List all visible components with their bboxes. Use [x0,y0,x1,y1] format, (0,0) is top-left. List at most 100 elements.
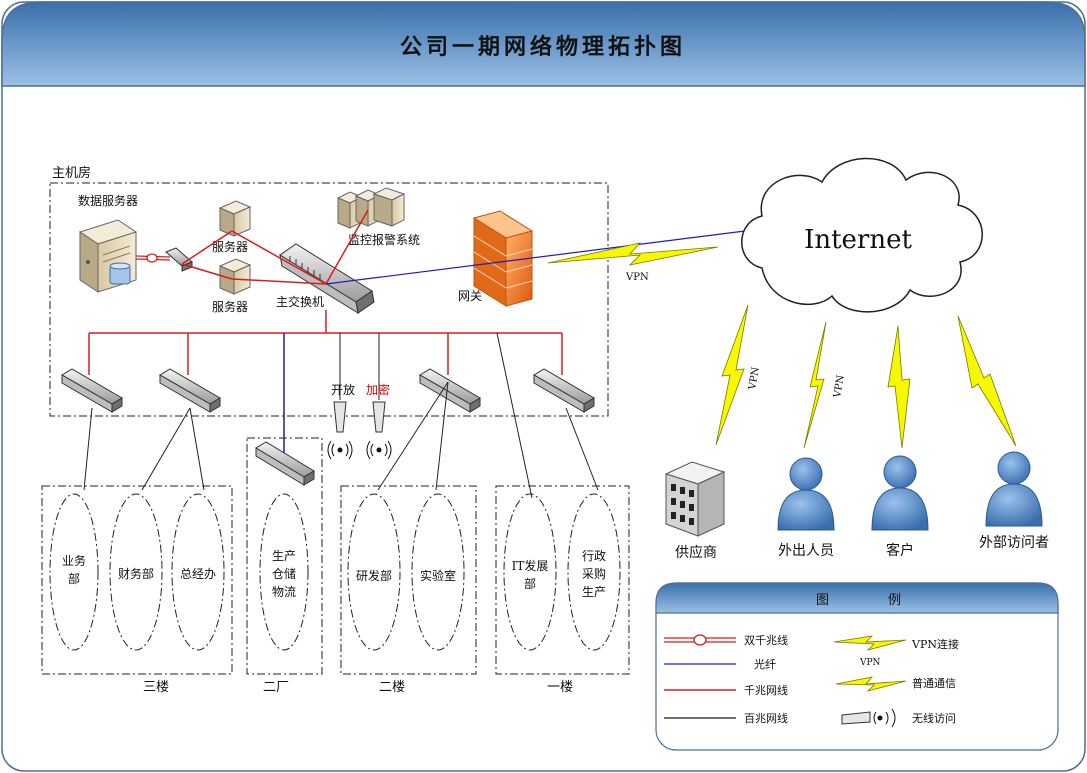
dept-label: 业务部 [62,553,86,586]
dept-label-line: 研发部 [356,568,392,583]
legend-swatch-wireless [841,708,896,728]
monitoring-label: 监控报警系统 [348,232,420,247]
dept-label-line: 物流 [272,585,296,599]
page-title: 公司一期网络物理拓扑图 [400,34,686,60]
remote-user-label: 外出人员 [778,543,834,559]
lightning-customer [887,325,911,449]
dept-label: 总经办 [180,566,216,581]
floor-switch-icon [533,368,595,413]
firewall-icon [472,210,534,307]
ap-lines [339,332,533,499]
dept-label: 研发部 [356,568,392,583]
remote-user-label: 客户 [886,542,914,559]
floor-name: 二楼 [379,680,405,695]
dept-label: IT发展部 [512,558,549,591]
floor-name: 三楼 [143,680,169,695]
server-room-label: 主机房 [52,165,91,181]
department-node [503,493,557,651]
fast-ethernet-links [83,381,599,491]
legend-label: 普通通信 [912,676,956,690]
legend-swatch-dual-gigabit [664,634,736,646]
server-room-boundary [49,182,609,417]
person-icon [985,451,1043,527]
data-server-icon [78,219,138,293]
building-icon [664,461,726,537]
dept-label-line: 实验室 [420,568,456,583]
person-icon [777,457,835,531]
remote-user-label: 供应商 [675,544,717,561]
dept-label-line: 总经办 [180,566,216,581]
ap-encrypted-label: 加密 [366,382,390,397]
server-1-icon [218,200,252,237]
floor-group-1f [495,485,630,675]
dept-label-line: 生产 [272,549,296,563]
dept-label-line: 行政 [582,549,606,563]
internet-vpn-lightning [547,242,719,266]
department-node [347,493,401,651]
floor-switch-icon [61,368,123,413]
dept-label-line: 部 [524,576,536,591]
legend-swatch-normal [835,676,907,692]
floor-group-3f [41,485,233,675]
wireless-ap-icon [366,401,392,460]
dept-label-line: IT发展 [512,558,549,573]
header-band [1,1,1086,87]
department-node [259,493,309,651]
department-node [567,493,621,651]
floor-group-2f [340,485,477,675]
internet-vpn-label: VPN [625,272,649,283]
dept-label: 生产仓储物流 [272,549,296,599]
wireless-ap-icon [327,401,353,460]
server-1-label: 服务器 [212,239,248,254]
dept-label: 财务部 [118,566,154,581]
department-node [411,493,465,651]
vpn-label-traveler: VPN [832,374,847,399]
main-switch-label: 主交换机 [276,294,324,309]
legend-swatch-vpn [833,635,907,651]
floor-switch-icon [419,368,481,413]
vpn-lightning-traveler [803,321,827,449]
remote-user-label: 外部访问者 [979,535,1049,551]
data-server-label: 数据服务器 [78,193,138,208]
floor-name: 二厂 [263,680,289,695]
vpn-lightning-supplier [715,304,749,446]
fiber-to-internet [325,230,746,285]
legend-label: 无线访问 [912,711,956,725]
floor-switch-icon [159,368,221,413]
legend-title-left: 图 [816,593,829,608]
legend-vpn-sub: VPN [859,658,881,668]
lightning-visitor [957,315,1017,447]
ap-open-label: 开放 [331,382,355,397]
legend-label: 光纤 [754,657,776,671]
dept-label-line: 采购 [582,566,606,581]
legend-title-right: 例 [888,593,901,608]
dual-gigabit-link [135,253,171,263]
legend-label: VPN连接 [911,638,959,651]
floor-switch-icon [255,441,315,486]
floor-name: 一楼 [547,680,573,695]
dept-label-line: 财务部 [118,566,154,581]
department-node [171,493,225,651]
legend-label: 百兆网线 [744,711,788,725]
dept-label-line: 生产 [582,585,606,599]
gateway-label: 网关 [458,289,482,303]
server-room-gigabit-links [181,209,369,285]
dept-label: 行政采购生产 [582,549,606,599]
legend-panel [655,582,1059,751]
vpn-label-supplier: VPN [747,366,762,391]
dept-label: 实验室 [420,568,456,583]
floor-group-factory [246,437,323,675]
dept-label-line: 业务 [62,553,86,568]
internet-cloud [741,157,983,313]
server-2-icon [218,258,252,295]
legend-label: 千兆网线 [744,683,788,697]
legend-label: 双千兆线 [744,633,788,647]
department-node [49,493,99,651]
server-2-label: 服务器 [212,299,248,314]
person-icon [871,455,929,531]
monitoring-servers-icon [336,187,406,229]
internet-label: Internet [804,225,912,255]
dept-label-line: 仓储 [272,566,296,581]
gigabit-backbone [88,310,563,375]
